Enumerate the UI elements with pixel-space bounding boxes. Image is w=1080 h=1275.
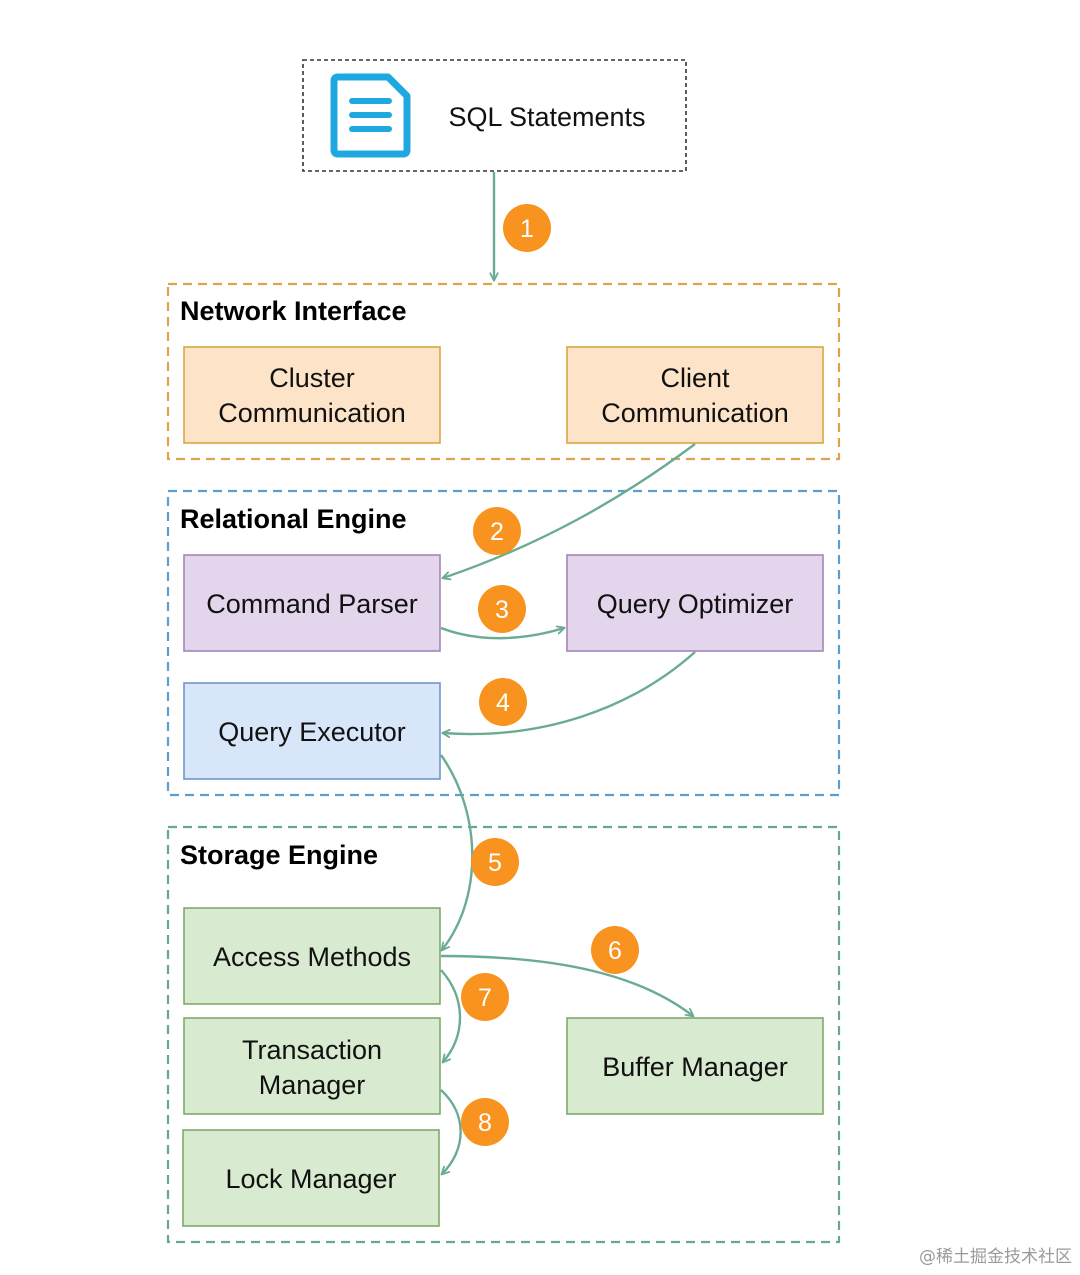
network-interface-group: Network Interface: [166, 282, 841, 461]
client-communication-label-1: Client: [660, 363, 730, 393]
watermark-text: @稀土掘金技术社区: [919, 1247, 1072, 1267]
client-communication-node: Client Communication: [566, 346, 824, 444]
step-badge-4: 4: [479, 678, 527, 726]
command-parser-label: Command Parser: [206, 589, 418, 619]
arrow-step-2: [443, 443, 696, 578]
step-badge-6-label: 6: [608, 937, 622, 965]
transaction-manager-node: Transaction Manager: [183, 1017, 441, 1115]
step-badge-5-label: 5: [488, 849, 502, 877]
arrow-step-3: [440, 628, 564, 640]
arrow-step-6: [440, 954, 693, 1016]
storage-engine-group: Storage Engine: [166, 825, 841, 1244]
flow-arrows: [440, 172, 696, 1174]
step-badge-5: 5: [471, 838, 519, 886]
client-communication-label-2: Communication: [601, 398, 789, 428]
transaction-manager-label-1: Transaction: [242, 1035, 382, 1065]
lock-manager-node: Lock Manager: [182, 1129, 440, 1227]
network-interface-title: Network Interface: [180, 296, 407, 326]
step-badge-1: 1: [503, 204, 551, 252]
arrow-step-4: [443, 651, 696, 734]
transaction-manager-label-2: Manager: [259, 1070, 366, 1100]
command-parser-node: Command Parser: [183, 554, 441, 652]
arrow-step-5: [440, 754, 474, 950]
arrow-step-8: [440, 1089, 462, 1174]
step-badge-6: 6: [591, 926, 639, 974]
access-methods-label: Access Methods: [213, 942, 411, 972]
step-badge-8-label: 8: [478, 1109, 492, 1137]
step-badge-1-label: 1: [520, 215, 534, 243]
query-executor-node: Query Executor: [183, 682, 441, 780]
lock-manager-label: Lock Manager: [225, 1164, 396, 1194]
step-badge-4-label: 4: [496, 689, 510, 717]
cluster-communication-node: Cluster Communication: [183, 346, 441, 444]
cluster-communication-label-2: Communication: [218, 398, 406, 428]
document-icon: [330, 73, 411, 158]
cluster-communication-label-1: Cluster: [269, 363, 355, 393]
relational-engine-title: Relational Engine: [180, 504, 407, 534]
step-badge-3: 3: [478, 585, 526, 633]
sql-statements-box: SQL Statements: [302, 59, 687, 172]
query-optimizer-node: Query Optimizer: [566, 554, 824, 652]
arrow-step-7: [440, 969, 462, 1062]
step-badge-7: 7: [461, 973, 509, 1021]
step-badge-2-label: 2: [490, 518, 504, 546]
storage-engine-title: Storage Engine: [180, 840, 378, 870]
query-executor-label: Query Executor: [218, 717, 406, 747]
buffer-manager-node: Buffer Manager: [566, 1017, 824, 1115]
access-methods-node: Access Methods: [183, 907, 441, 1005]
buffer-manager-label: Buffer Manager: [602, 1052, 788, 1082]
step-badge-2: 2: [473, 507, 521, 555]
sql-statements-label: SQL Statements: [448, 102, 645, 132]
step-badge-7-label: 7: [478, 984, 492, 1012]
relational-engine-group: Relational Engine: [166, 489, 841, 797]
step-badge-8: 8: [461, 1098, 509, 1146]
query-optimizer-label: Query Optimizer: [597, 589, 794, 619]
step-badge-3-label: 3: [495, 596, 509, 624]
